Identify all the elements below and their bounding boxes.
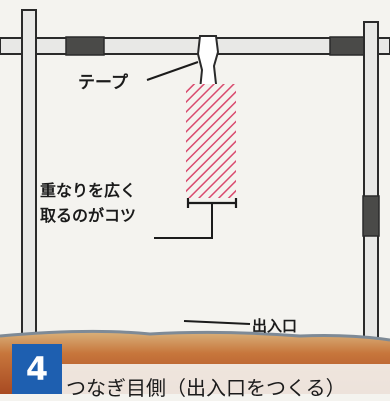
tape-leader-line [146, 61, 199, 81]
overlap-region [186, 84, 236, 198]
step-title: つなぎ目側（出入口をつくる） [66, 376, 346, 400]
caption-band [60, 364, 390, 394]
step-number-badge: 4 [12, 344, 62, 394]
overlap-label-line-2: 取るのがコツ [40, 206, 137, 225]
overlap-label: 重なりを広く 取るのがコツ [40, 178, 136, 228]
pole-joint-left [65, 36, 105, 56]
pole-joint-right [329, 36, 365, 56]
right-pole-joint [362, 195, 380, 237]
ground-top-edge [0, 329, 390, 342]
tape-label: テープ [78, 73, 128, 93]
overlap-leader-line [154, 203, 213, 239]
entrance-label: 出入口 [252, 317, 298, 335]
left-pole [21, 9, 37, 339]
entrance-leader-line [183, 320, 251, 325]
overlap-label-line-1: 重なりを広く [40, 181, 137, 200]
tape [196, 35, 220, 91]
right-pole [363, 21, 379, 353]
